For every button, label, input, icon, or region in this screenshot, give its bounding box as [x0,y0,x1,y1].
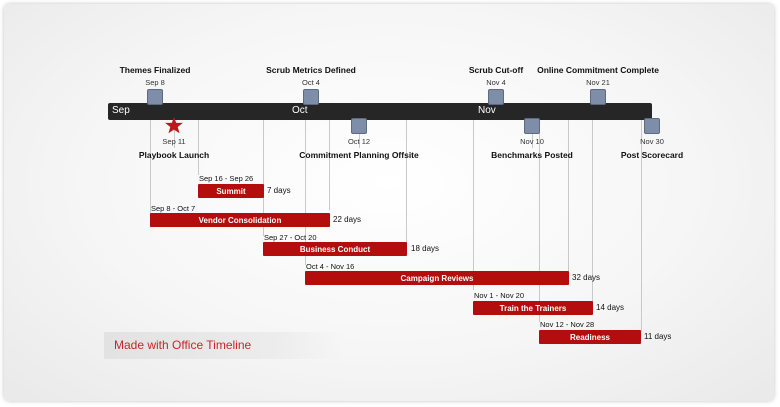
milestone-title: Benchmarks Posted [491,150,573,160]
task-dates: Sep 27 - Oct 20 [264,233,317,242]
connector-line [359,134,360,148]
month-label-sep: Sep [112,105,130,116]
milestone-title: Post Scorecard [620,150,684,160]
task-duration: 11 days [644,332,672,341]
connector-line [263,120,264,236]
task-duration: 32 days [572,273,601,282]
connector-line [641,120,642,332]
branding-label: Made with Office Timeline [104,332,344,359]
task-bar-readiness: Readiness [539,330,641,344]
milestone-marker [524,118,540,134]
task-dates: Sep 16 - Sep 26 [199,174,254,183]
task-duration: 14 days [596,303,625,312]
connector-line [198,120,199,175]
milestone-title: Online Commitment Complete [537,65,659,75]
milestone-marker [590,89,606,105]
milestone-date: Sep 8 [145,78,165,87]
connector-line [568,120,569,283]
task-dates: Sep 8 - Oct 7 [151,204,196,213]
milestone-date: Sep 11 [162,137,186,146]
month-label-nov: Nov [478,105,496,116]
task-bar-campaign-reviews: Campaign Reviews [305,271,569,285]
task-bar-business-conduct: Business Conduct [263,242,407,256]
task-bar-train-the-trainers: Train the Trainers [473,301,593,315]
connector-line [174,120,175,148]
milestone-title: Scrub Metrics Defined [266,65,356,75]
connector-line [592,120,593,303]
star-icon [165,117,183,134]
milestone-date: Nov 4 [486,78,506,87]
connector-line [329,120,330,210]
milestone-date: Oct 12 [347,137,371,146]
task-dates: Nov 12 - Nov 28 [540,320,595,329]
task-bar-vendor-consolidation: Vendor Consolidation [150,213,330,227]
connector-line [150,120,151,228]
connector-line [539,120,540,322]
milestone-date: Nov 10 [520,137,544,146]
milestone-title: Scrub Cut-off [468,65,524,75]
milestone-marker [644,118,660,134]
milestone-date: Oct 4 [302,78,320,87]
milestone-marker [488,89,504,105]
milestone-marker [303,89,319,105]
milestone-title: Playbook Launch [138,150,210,160]
task-duration: 18 days [411,244,440,253]
milestone-date: Nov 21 [586,78,610,87]
connector-line [406,120,407,255]
milestone-marker [147,89,163,105]
milestone-date: Nov 30 [640,137,664,146]
task-dates: Oct 4 - Nov 16 [306,262,355,271]
milestone-title: Commitment Planning Offsite [299,150,419,160]
milestone-title: Themes Finalized [119,65,191,75]
connector-line [305,120,306,265]
milestone-marker [351,118,367,134]
task-duration: 7 days [267,186,291,195]
connector-line [473,120,474,290]
task-duration: 22 days [333,215,362,224]
time-band [108,103,652,120]
month-label-oct: Oct [292,105,308,116]
task-bar-summit: Summit [198,184,264,198]
connector-line [532,134,533,148]
task-dates: Nov 1 - Nov 20 [474,291,525,300]
